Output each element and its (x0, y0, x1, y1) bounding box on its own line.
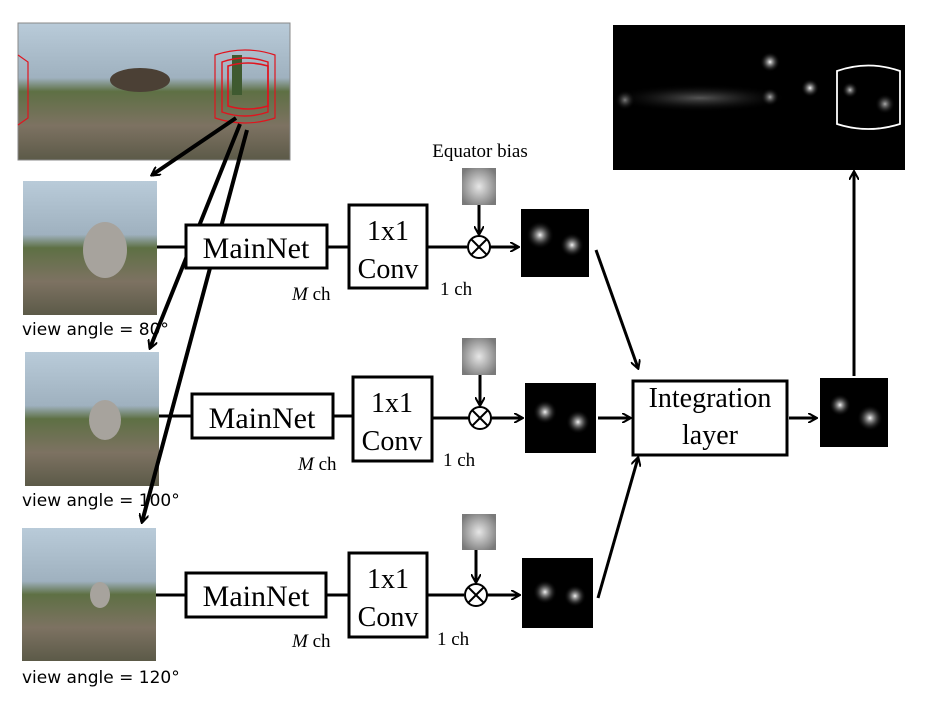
one-ch-label: 1 ch (440, 279, 473, 300)
saliency-map-100 (525, 383, 596, 453)
one-ch-label: 1 ch (437, 629, 470, 650)
branch-row-100: MainNet 1x1 Conv M ch 1 ch (159, 338, 596, 475)
conv-label-1: 1x1 (371, 388, 413, 419)
view-angle-label-120: view angle = 120° (22, 668, 180, 688)
m-ch-label: M ch (297, 454, 337, 475)
view-angle-label-100: view angle = 100° (22, 491, 180, 511)
one-ch-label: 1 ch (443, 450, 476, 471)
integration-arrows (594, 172, 854, 599)
conv-box (351, 375, 434, 463)
saliency-map-80 (521, 209, 589, 277)
branch-row-80: MainNet 1x1 Conv M ch 1 ch (157, 168, 589, 305)
conv-label-1: 1x1 (367, 564, 409, 595)
view-angle-label-80: view angle = 80° (22, 320, 169, 340)
equator-bias-map (462, 338, 496, 375)
multiply-icon (467, 235, 491, 259)
conv-label-1: 1x1 (367, 216, 409, 247)
conv-box (347, 203, 429, 290)
conv-label-2: Conv (358, 602, 419, 633)
mainnet-label: MainNet (203, 232, 310, 265)
branch-row-120: MainNet 1x1 Conv M ch 1 ch (156, 514, 593, 652)
conv-label-2: Conv (358, 254, 419, 285)
crop-image-100 (25, 352, 159, 486)
equator-bias-map (462, 514, 496, 550)
integration-label-1: Integration (649, 383, 772, 414)
saliency-map-120 (522, 558, 593, 628)
mainnet-label: MainNet (209, 402, 316, 435)
multiply-icon (464, 583, 488, 607)
mainnet-box (184, 571, 328, 619)
conv-label-2: Conv (362, 426, 423, 457)
panorama-image (17, 22, 291, 161)
panorama-saliency-map (610, 25, 905, 170)
m-ch-label: M ch (291, 284, 331, 305)
equator-bias-map (462, 168, 496, 205)
integrated-saliency-map (820, 378, 888, 447)
mainnet-box (190, 392, 335, 440)
multiply-icon (468, 406, 492, 430)
equator-bias-label: Equator bias (432, 141, 528, 162)
crop-image-80 (23, 181, 157, 315)
viewport-outline (836, 64, 901, 130)
mainnet-label: MainNet (203, 580, 310, 613)
integration-label-2: layer (682, 420, 739, 451)
integration-layer-box (631, 379, 789, 457)
m-ch-label: M ch (291, 631, 331, 652)
crop-image-120 (22, 528, 156, 661)
